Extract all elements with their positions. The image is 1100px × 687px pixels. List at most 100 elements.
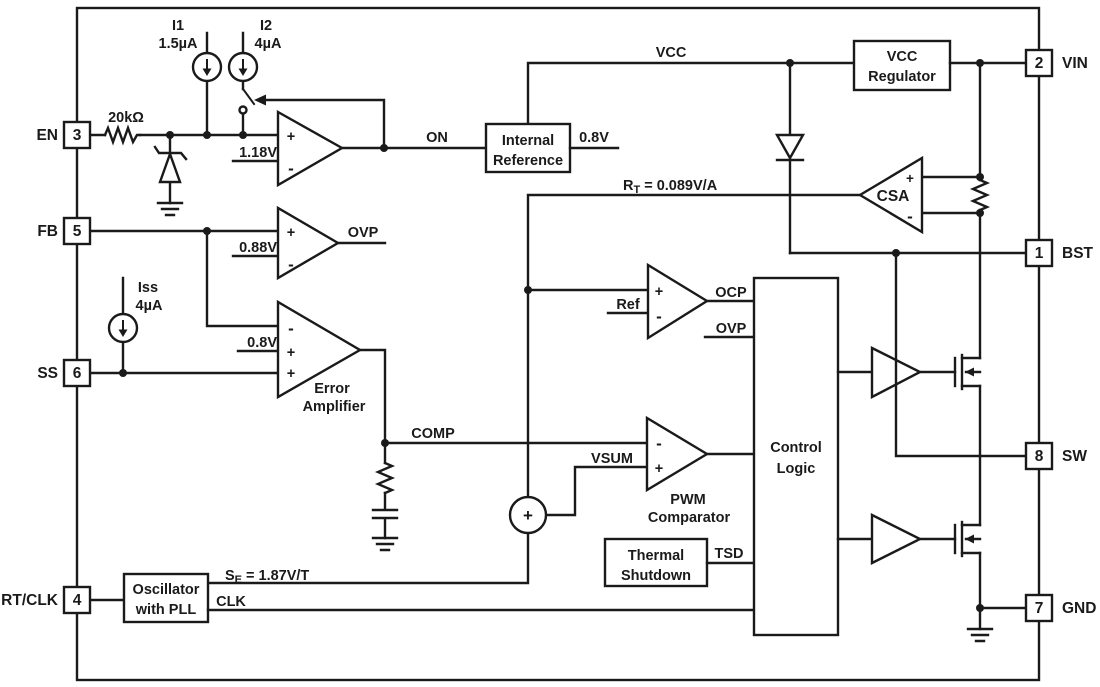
pin-label: EN — [36, 127, 58, 144]
control-logic-label-1: Control — [770, 440, 822, 456]
summing-plus-sign: + — [523, 506, 533, 525]
pwm-comparator — [645, 415, 710, 493]
comp-resistor — [374, 461, 396, 495]
ground-icon — [966, 627, 994, 643]
wire-power-gnd — [978, 551, 1028, 631]
junction-dot — [203, 227, 211, 235]
en-threshold-label: 1.18V — [239, 145, 277, 161]
en-resistor-label: 20kΩ — [108, 110, 144, 126]
csa-amplifier — [857, 155, 924, 235]
junction-dot — [381, 439, 389, 447]
pin-number: 8 — [1035, 448, 1044, 465]
comp-label: COMP — [411, 426, 455, 442]
minus-sign: - — [907, 207, 913, 226]
pin-sw: 8 SW — [1024, 441, 1087, 471]
vcc-regulator-label-1: VCC — [887, 49, 918, 65]
clk-label: CLK — [216, 594, 246, 610]
i1-name-label: I1 — [172, 18, 184, 34]
pin-gnd: 7 GND — [1024, 593, 1096, 623]
pin-number: 7 — [1035, 600, 1044, 617]
plus-sign: + — [287, 366, 295, 382]
pin-label: VIN — [1062, 55, 1088, 72]
low-side-mosfet — [953, 520, 982, 558]
junction-dot — [976, 209, 984, 217]
thermal-shutdown-label-2: Shutdown — [621, 568, 691, 584]
wire-csa-output — [526, 193, 862, 499]
i2-current-label: 4µA — [255, 36, 282, 52]
thermal-shutdown-block — [603, 537, 709, 588]
pin-ss: 6 SS — [37, 358, 92, 388]
pin-label: BST — [1062, 245, 1094, 262]
minus-sign: - — [656, 434, 662, 453]
soft-start-current-source — [107, 276, 139, 375]
i2-current-source — [227, 31, 259, 91]
vcc-regulator-label-2: Regulator — [868, 69, 936, 85]
junction-dot — [166, 131, 174, 139]
en-comparator — [276, 109, 345, 188]
on-signal-label: ON — [426, 130, 448, 146]
chip-outline — [75, 6, 1041, 682]
junction-dot — [203, 131, 211, 139]
ovp-comparator — [276, 205, 341, 281]
pin-en: 3 EN — [36, 120, 92, 150]
pin-number: 2 — [1035, 55, 1044, 72]
rt-gain-label: RT= 0.089V/A — [623, 178, 718, 196]
pin-label: SS — [37, 365, 58, 382]
en-hysteresis-feedback — [254, 94, 386, 150]
vcc-label: VCC — [656, 45, 687, 61]
control-logic-label-2: Logic — [777, 461, 816, 477]
minus-sign: - — [288, 159, 294, 178]
se-slope-label: SE= 1.87V/T — [225, 568, 309, 586]
low-side-driver — [870, 513, 923, 565]
error-amplifier-label-1: Error — [314, 381, 350, 397]
minus-sign: - — [288, 255, 294, 274]
sense-resistor — [969, 178, 991, 212]
oscillator-label-2: with PLL — [135, 602, 197, 618]
wire-ea-out — [358, 348, 387, 445]
ovp-output-label: OVP — [348, 225, 379, 241]
wire-vsum — [544, 465, 649, 517]
plus-sign: + — [655, 461, 663, 477]
pin-number: 5 — [73, 223, 82, 240]
vcc-regulator-block — [852, 39, 952, 92]
compensation-network — [371, 441, 399, 540]
error-amplifier — [276, 299, 363, 400]
pin-vin: 2 VIN — [1024, 48, 1088, 78]
error-amplifier-label-2: Amplifier — [303, 399, 366, 415]
pin-bst: 1 BST — [1024, 238, 1094, 268]
pin-number: 1 — [1035, 245, 1044, 262]
ocp-ref-label: Ref — [616, 297, 640, 313]
comp-capacitor — [371, 491, 399, 540]
pin-label: GND — [1062, 600, 1096, 617]
ovp-input-label: OVP — [716, 321, 747, 337]
plus-sign: + — [906, 171, 914, 186]
plus-sign: + — [287, 129, 295, 145]
pin-fb: 5 FB — [37, 216, 92, 246]
control-logic-block — [752, 276, 840, 637]
minus-sign: - — [656, 307, 662, 326]
wire-vcc-rail — [526, 61, 856, 126]
ocp-comparator — [646, 262, 710, 341]
bootstrap-diode — [774, 61, 806, 255]
i1-current-label: 1.5µA — [159, 36, 199, 52]
ea-reference-label: 0.8V — [247, 335, 277, 351]
ovp-threshold-label: 0.88V — [239, 240, 277, 256]
pin-label: FB — [37, 223, 58, 240]
oscillator-block — [122, 572, 210, 624]
pin-number: 4 — [73, 592, 82, 609]
vsum-label: VSUM — [591, 451, 633, 467]
i2-name-label: I2 — [260, 18, 272, 34]
plus-sign: + — [287, 225, 295, 241]
i1-current-source — [191, 31, 223, 137]
wire-fb-to-ea — [205, 229, 280, 328]
minus-sign: - — [288, 319, 294, 338]
plus-sign: + — [287, 345, 295, 361]
junction-dot — [239, 131, 247, 139]
junction-dot — [380, 144, 388, 152]
iss-current-label: 4µA — [136, 298, 163, 314]
junction-dot — [976, 604, 984, 612]
pin-rtclk: 4 RT/CLK — [1, 585, 92, 615]
en-pullup-resistor — [103, 124, 142, 146]
